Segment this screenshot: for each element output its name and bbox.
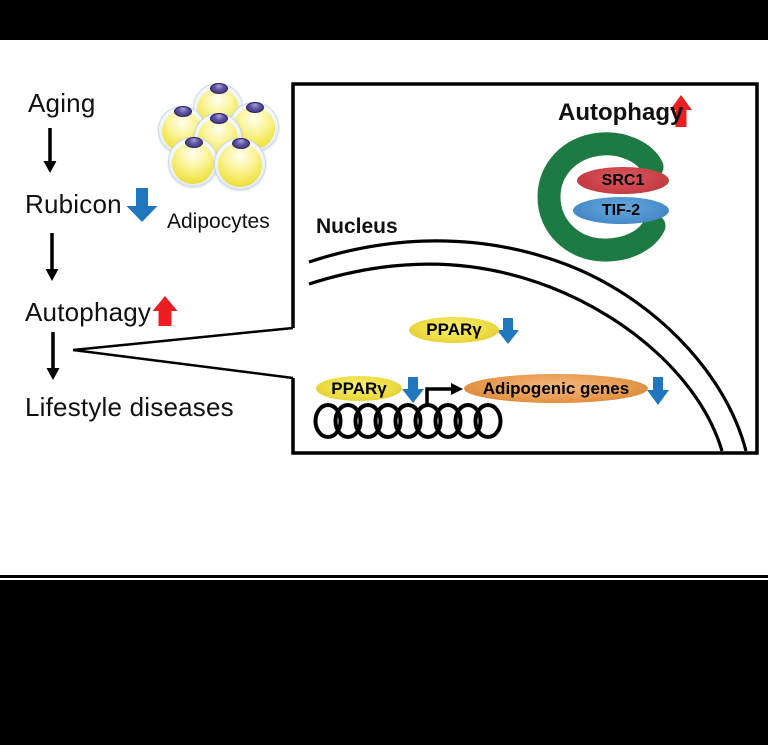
- fat-droplet: [218, 143, 262, 187]
- flow-down-arrow-icon: [43, 128, 57, 173]
- dna-helix-icon: [313, 403, 503, 439]
- nucleus-panel-border: [291, 82, 759, 455]
- autophagosome-icon: [537, 132, 666, 262]
- autophagy-label: Autophagy: [25, 297, 152, 327]
- adipocytes-label: Adipocytes: [167, 210, 270, 233]
- lifestyle-diseases-label: Lifestyle diseases: [25, 392, 234, 422]
- ppar-dna-decrease-arrow-icon: [402, 377, 424, 403]
- nucleus-label: Nucleus: [316, 215, 398, 238]
- aging-label: Aging: [28, 88, 96, 118]
- cell-nucleus-icon: [185, 137, 203, 148]
- autophagy-increase-arrow-icon: [152, 296, 178, 326]
- rubicon-decrease-arrow-icon: [126, 188, 158, 222]
- cell-nucleus-icon: [246, 102, 264, 113]
- src1-oval: SRC1: [577, 167, 669, 194]
- zoom-callout-lines: [72, 326, 294, 380]
- ppar-decrease-arrow-icon: [497, 318, 519, 344]
- adipogenic-genes-oval: Adipogenic genes: [464, 374, 648, 403]
- cell-nucleus-icon: [210, 83, 228, 94]
- nuclear-membrane-inner: [308, 262, 724, 452]
- top-letterbox-bar: [0, 0, 768, 40]
- adipocyte-cell: [214, 138, 266, 190]
- ppar-cytoplasm-oval: PPARγ: [409, 317, 499, 343]
- rubicon-label: Rubicon: [25, 189, 122, 219]
- flow-down-arrow-icon: [46, 332, 60, 380]
- panel-autophagy-label: Autophagy: [558, 99, 684, 126]
- transcription-arrow-icon: [425, 383, 463, 407]
- flow-down-arrow-icon: [45, 233, 59, 281]
- tif2-oval: TIF-2: [573, 197, 669, 224]
- fat-droplet: [172, 142, 214, 184]
- adipogenic-decrease-arrow-icon: [647, 377, 669, 405]
- cell-nucleus-icon: [174, 106, 192, 117]
- panel-autophagy-increase-arrow-icon: [670, 95, 692, 127]
- bottom-divider-line: [0, 575, 768, 578]
- bottom-letterbox-bar: [0, 580, 768, 745]
- ppar-dna-oval: PPARγ: [316, 376, 402, 401]
- nuclear-membrane-outer: [308, 239, 748, 452]
- cell-nucleus-icon: [210, 113, 228, 124]
- cell-nucleus-icon: [232, 138, 250, 149]
- adipocyte-cell: [168, 137, 218, 187]
